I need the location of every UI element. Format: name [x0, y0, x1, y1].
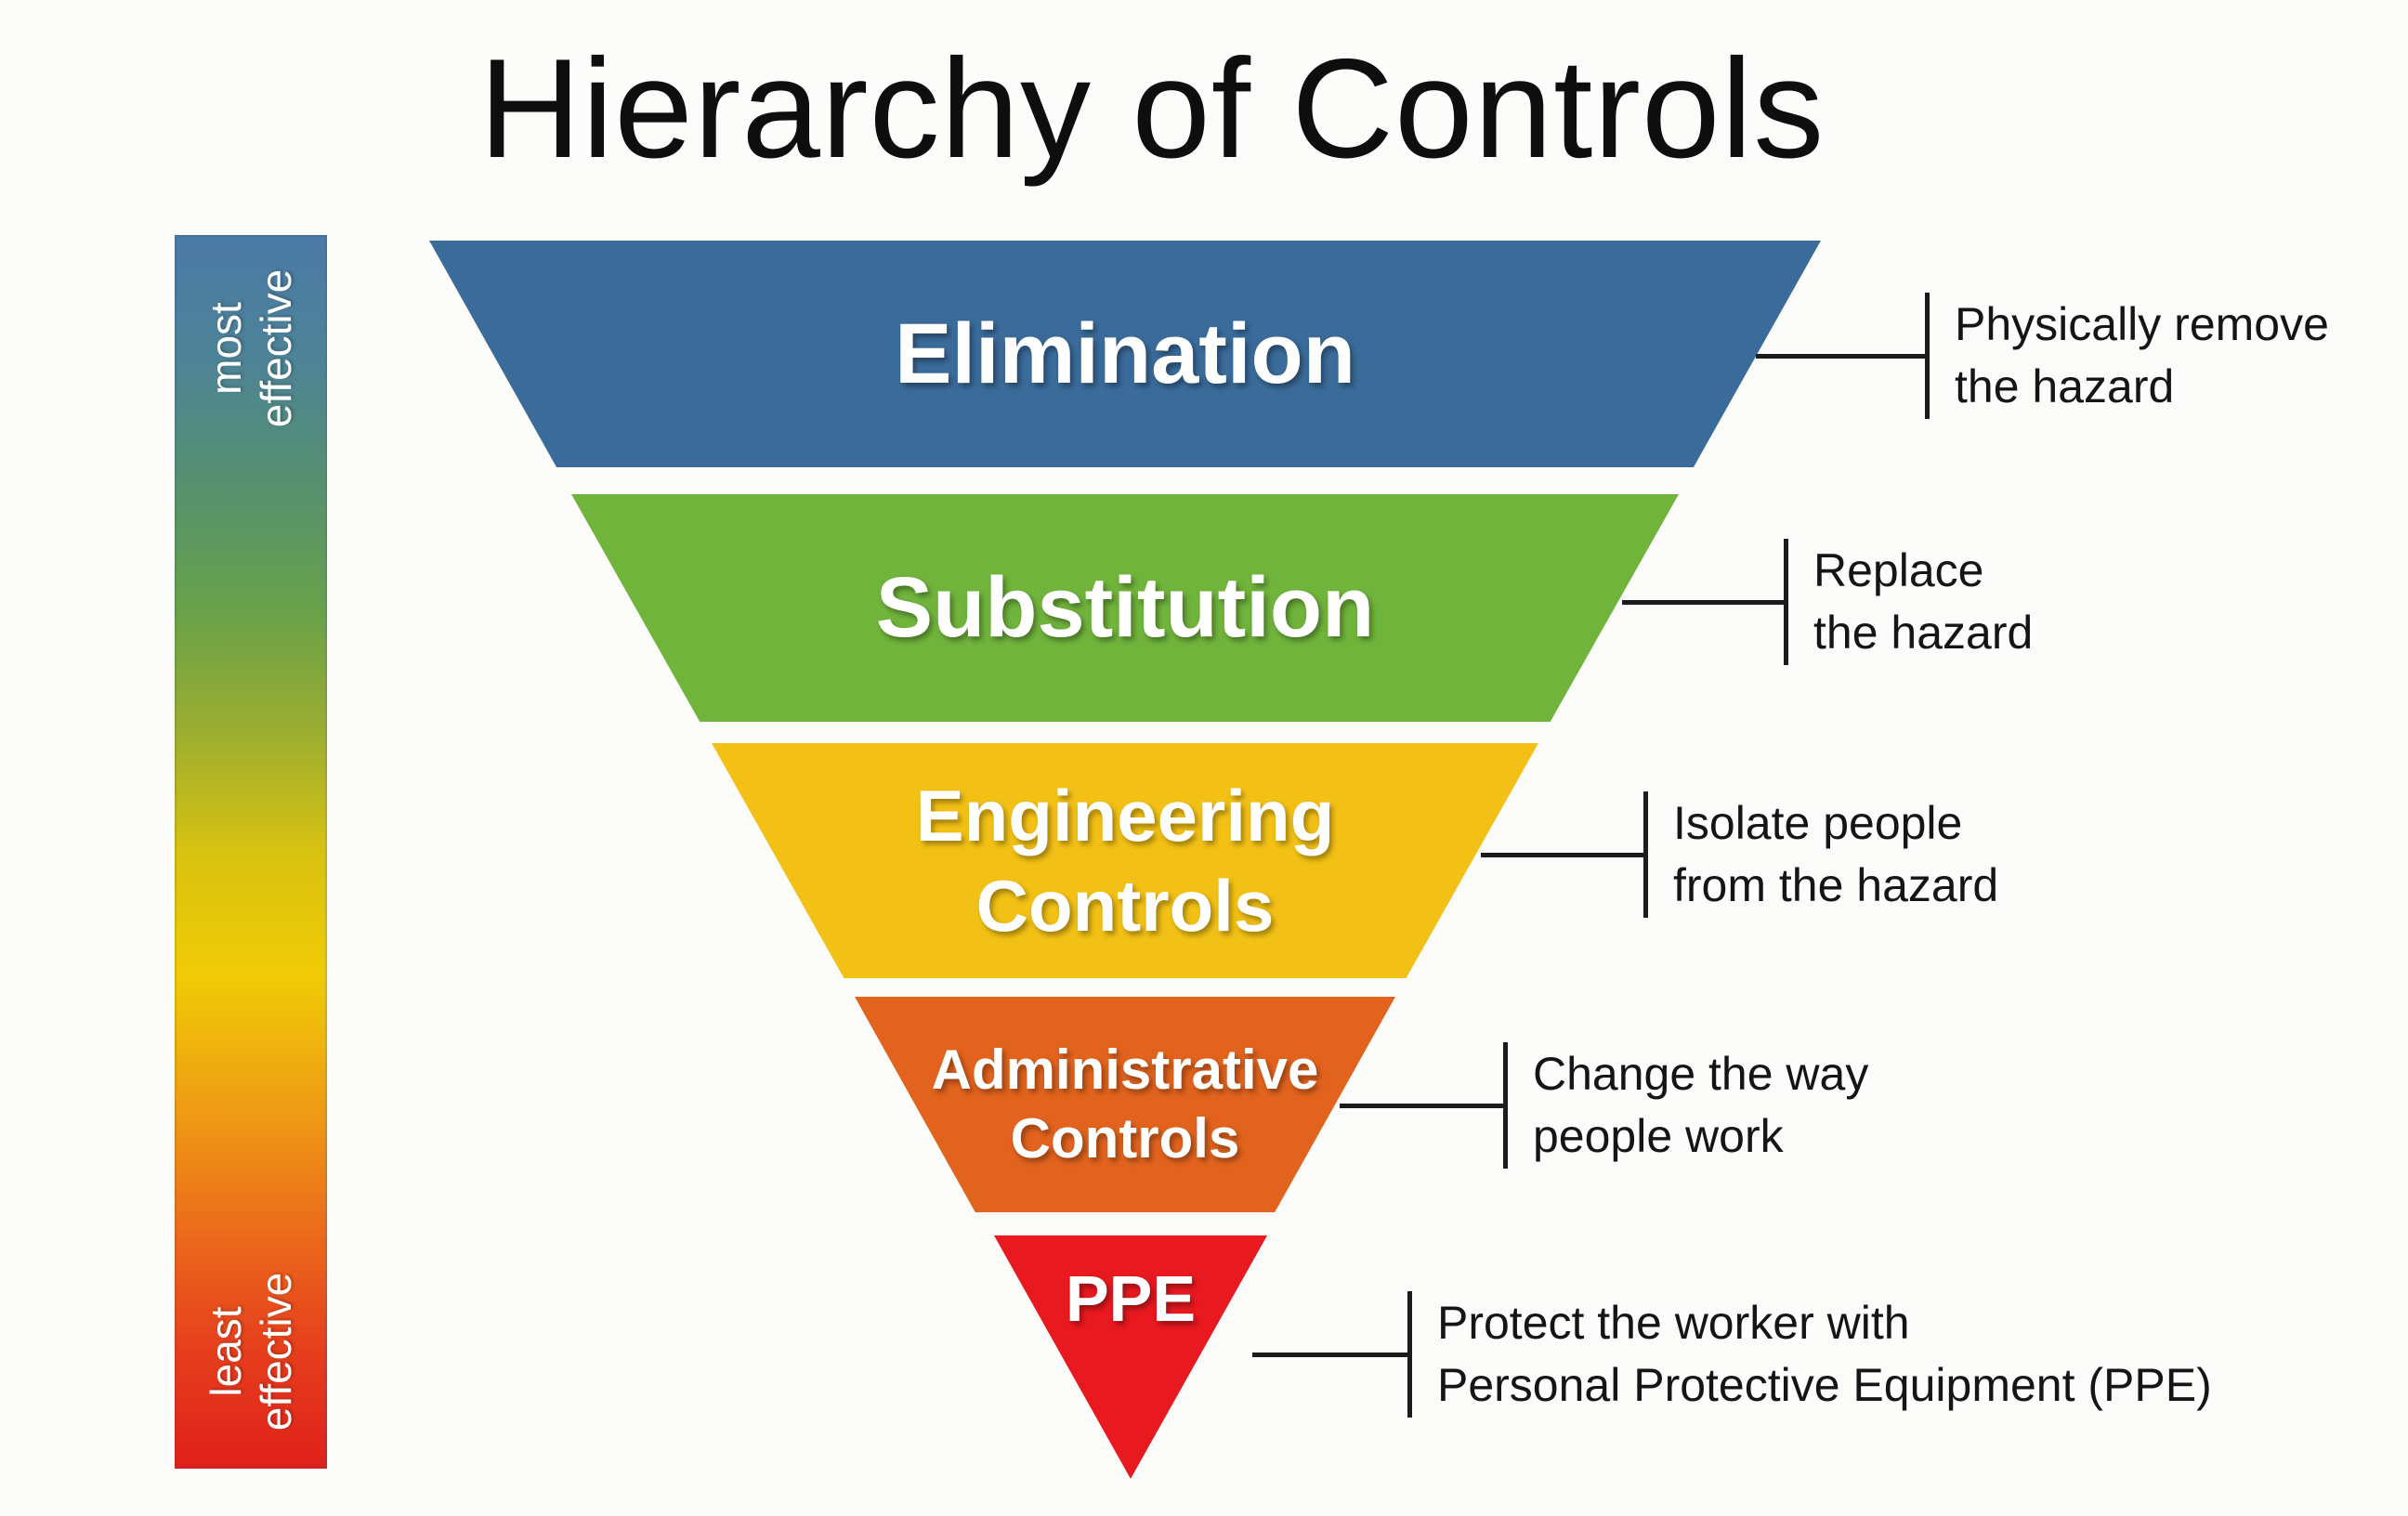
pyramid-level-elimination: Elimination	[429, 241, 1821, 467]
callout-tick-administrative	[1503, 1042, 1508, 1169]
effectiveness-gradient-bar: most effective least effective	[175, 235, 327, 1469]
pyramid-level-engineering-controls: Engineering Controls	[712, 743, 1538, 978]
pyramid-level-administrative-controls: Administrative Controls	[855, 997, 1395, 1212]
callout-tick-elimination	[1925, 293, 1930, 419]
least-effective-label: least effective	[202, 1272, 300, 1431]
pyramid-level-label: Elimination	[895, 306, 1355, 401]
callout-horizontal-line-administrative	[1340, 1104, 1503, 1108]
annotation-substitution: Replace the hazard	[1813, 544, 2034, 659]
callout-tick-substitution	[1784, 539, 1788, 665]
annotation-engineering: Isolate people from the hazard	[1673, 797, 1999, 911]
pyramid-level-label: Administrative Controls	[931, 1039, 1319, 1170]
callout-horizontal-line-ppe	[1252, 1353, 1407, 1357]
callout-horizontal-line-substitution	[1622, 600, 1784, 605]
annotation-elimination: Physically remove the hazard	[1955, 298, 2329, 412]
callout-tick-ppe	[1407, 1291, 1412, 1418]
pyramid-level-label: PPE	[1065, 1262, 1197, 1335]
callout-horizontal-line-engineering	[1481, 853, 1643, 857]
pyramid-level-label: Engineering Controls	[915, 774, 1335, 947]
callout-tick-engineering	[1643, 791, 1648, 918]
pyramid-level-label: Substitution	[875, 560, 1375, 655]
most-effective-label: most effective	[202, 268, 300, 428]
page-title: Hierarchy of Controls	[478, 30, 1826, 188]
annotation-administrative: Change the way people work	[1533, 1048, 1869, 1162]
pyramid-level-ppe: PPE	[994, 1235, 1267, 1479]
annotation-ppe: Protect the worker with Personal Protect…	[1437, 1297, 2212, 1411]
pyramid-level-substitution: Substitution	[571, 494, 1679, 722]
callout-horizontal-line-elimination	[1756, 354, 1925, 359]
